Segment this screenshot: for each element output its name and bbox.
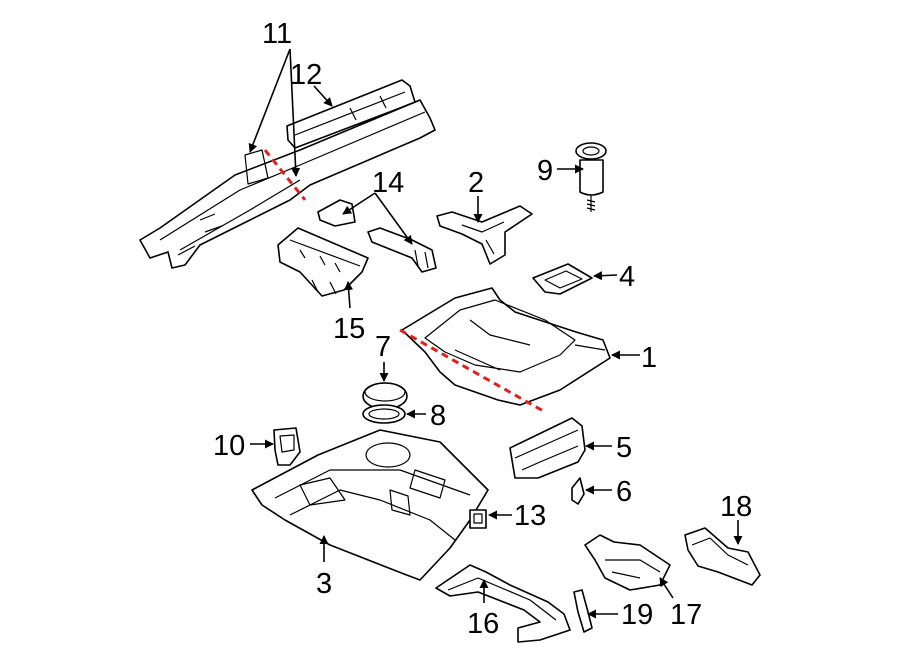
- part-3-floor-pan: [251, 429, 489, 581]
- part-6-bracket: [571, 477, 585, 505]
- part-1-tire-well: [401, 287, 611, 406]
- callout-15: 15: [333, 313, 365, 345]
- part-16-extension: [435, 564, 571, 643]
- callout-14: 14: [372, 167, 404, 199]
- part-11-frame-rail: [139, 99, 436, 269]
- callout-4: 4: [619, 261, 635, 293]
- part-10-bracket: [273, 427, 301, 466]
- callout-7: 7: [375, 331, 391, 363]
- part-2-bracket: [436, 205, 533, 265]
- callout-18: 18: [720, 491, 752, 523]
- part-13-clip: [469, 509, 487, 529]
- callout-3: 3: [316, 568, 332, 600]
- callout-1: 1: [641, 342, 657, 374]
- callout-9: 9: [537, 155, 553, 187]
- part-4-plate: [532, 263, 593, 295]
- part-9-jack: [575, 142, 607, 212]
- part-8-seal: [362, 404, 406, 424]
- callout-19: 19: [621, 599, 653, 631]
- part-18-bracket: [684, 527, 761, 586]
- part-12-reinforcement: [286, 79, 416, 149]
- callout-12: 12: [290, 59, 322, 91]
- cut-line-rail: [263, 149, 307, 201]
- part-5-crossmember: [509, 417, 586, 479]
- callout-16: 16: [467, 608, 499, 640]
- part-17-shield: [584, 534, 671, 591]
- callout-13: 13: [514, 500, 546, 532]
- leader-lines: [248, 48, 743, 619]
- callout-5: 5: [616, 432, 632, 464]
- callout-11: 11: [262, 18, 292, 50]
- part-19-bracket: [573, 589, 593, 633]
- cut-line-tire-well: [399, 328, 546, 414]
- callout-2: 2: [468, 167, 484, 199]
- callout-17: 17: [670, 599, 702, 631]
- part-15-crossmember: [277, 227, 369, 297]
- callout-10: 10: [213, 430, 245, 462]
- callout-8: 8: [430, 400, 446, 432]
- callout-6: 6: [616, 476, 632, 508]
